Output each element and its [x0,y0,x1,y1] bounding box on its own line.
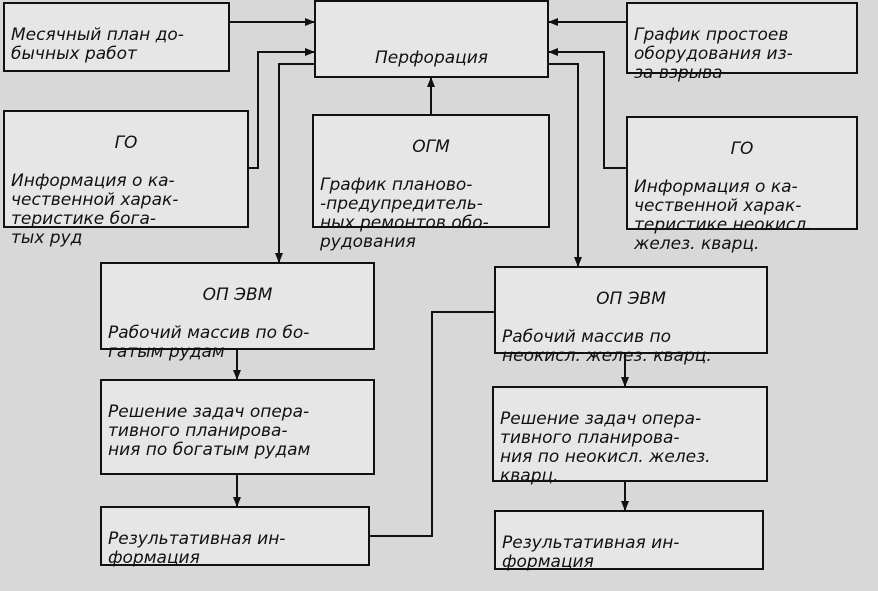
box-go-rich-ores: ГО Информация о ка- чественной харак- те… [3,110,249,248]
arrow-go-rich-to-perforation [249,48,315,169]
box-perforation: Перфорация [314,0,549,78]
arrow-perforation-to-op-rich [275,63,314,263]
box-op-evm-rich-text: Рабочий массив по бо- гатым рудам [108,323,310,362]
line-result-rich-to-op-quartz [370,311,494,537]
box-downtime-schedule-text: График простоев оборудования из- за взры… [634,25,793,83]
arrow-perforation-to-op-quartz [549,63,582,267]
box-result-rich-text: Результативная ин- формация [108,529,286,568]
box-solve-rich: Решение задач опера- тивного планирова- … [100,379,375,475]
box-solve-quartz-text: Решение задач опера- тивного планирова- … [500,409,711,486]
box-monthly-plan-text: Месячный план до- бычных работ [11,25,184,64]
box-ogm-repairs-header: ОГМ [412,137,450,157]
box-op-evm-quartz-text: Рабочий массив по неокисл. желез. кварц. [502,327,712,366]
box-go-quartz-text: Информация о ка- чественной харак- терис… [634,177,812,254]
box-go-quartz: ГО Информация о ка- чественной харак- те… [626,116,858,254]
connector-lines [230,18,629,537]
box-op-evm-quartz-header: ОП ЭВМ [596,289,666,309]
box-monthly-plan: Месячный план до- бычных работ [3,2,230,72]
box-go-rich-ores-header: ГО [114,133,138,153]
box-perforation-text: Перфорация [374,48,489,68]
box-result-quartz-text: Результативная ин- формация [502,533,680,572]
box-result-quartz: Результативная ин- формация [494,510,764,572]
box-go-quartz-header: ГО [730,139,754,159]
box-ogm-repairs-text: График планово- -предупредитель- ных рем… [320,175,489,252]
arrow-go-quartz-to-perforation [548,48,626,169]
box-solve-rich-text: Решение задач опера- тивного планирова- … [108,402,311,460]
box-op-evm-quartz: ОП ЭВМ Рабочий массив по неокисл. желез.… [494,266,768,366]
box-solve-quartz: Решение задач опера- тивного планирова- … [492,386,768,486]
box-ogm-repairs: ОГМ График планово- -предупредитель- ных… [312,114,550,252]
box-op-evm-rich: ОП ЭВМ Рабочий массив по бо- гатым рудам [100,262,375,362]
box-op-evm-rich-header: ОП ЭВМ [202,285,273,305]
flow-diagram: Месячный план до- бычных работ Перфораци… [3,0,858,572]
box-result-rich: Результативная ин- формация [100,506,370,568]
box-go-rich-ores-text: Информация о ка- чественной харак- терис… [11,171,179,248]
box-downtime-schedule: График простоев оборудования из- за взры… [626,2,858,83]
